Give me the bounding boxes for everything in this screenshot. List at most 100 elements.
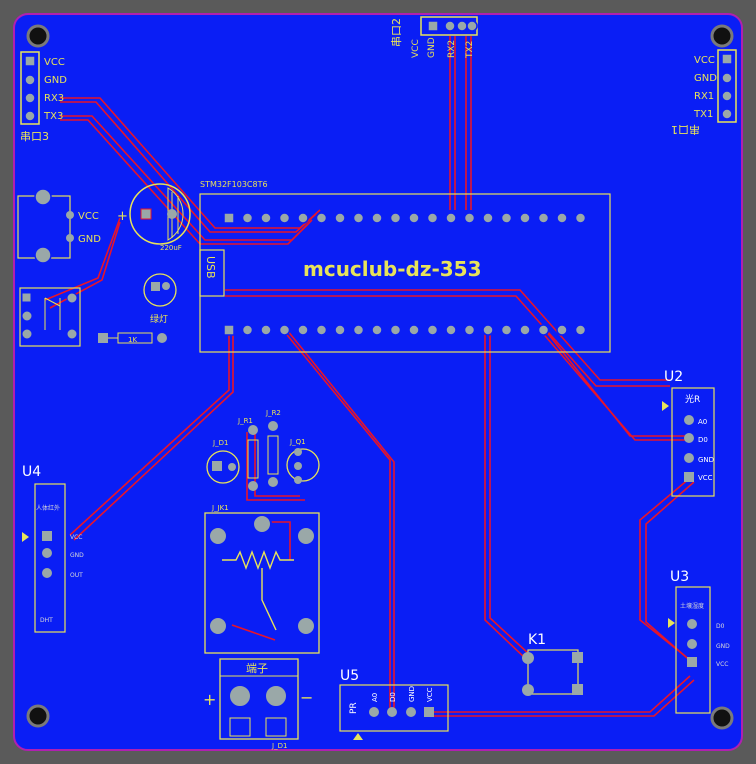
mcu-top-pin — [537, 212, 550, 224]
serial1-pin-rx1: RX1 — [694, 91, 714, 102]
green-led: 绿灯 — [143, 273, 177, 325]
mcu-top-pin — [278, 212, 291, 224]
mcu-bottom-pin — [408, 324, 420, 336]
mcu-top-pin — [223, 212, 235, 224]
u2-pin-a0: A0 — [698, 418, 707, 426]
mcu-top-pin — [482, 212, 494, 224]
serial3-name: 串口3 — [20, 130, 49, 143]
mcu-top-pin-row — [223, 212, 587, 224]
mcu-bottom-pin — [556, 324, 568, 336]
mcu-top-pin — [574, 212, 587, 224]
u2-pin-gnd: GND — [698, 456, 714, 464]
mcu-top-pin — [297, 212, 309, 224]
u5-module: U5 PR A0 D0 GND VCC — [339, 668, 449, 740]
board-title: mcuclub-dz-353 — [303, 257, 482, 281]
mcu-bottom-pin — [519, 324, 531, 336]
u3-module: U3 土壤湿度 D0 GND VCC — [668, 569, 730, 714]
u2-pin-d0: D0 — [698, 436, 708, 444]
u5-pin-gnd: GND — [408, 686, 416, 702]
mcu-top-pin — [519, 212, 531, 224]
mcu-part-label: STM32F103C8T6 — [200, 180, 268, 189]
power-input-connector: VCC GND — [17, 188, 101, 264]
u5-pin-vcc: VCC — [426, 687, 434, 702]
mounting-holes — [26, 24, 734, 730]
u5-title: PR — [349, 702, 359, 714]
u3-pin-gnd: GND — [716, 643, 730, 650]
k1-ref: K1 — [528, 632, 546, 648]
serial3-header: VCC GND RX3 TX3 串口3 — [20, 51, 67, 143]
u2-ref: U2 — [664, 369, 683, 385]
mcu-bottom-pin — [297, 324, 309, 336]
serial1-pin-vcc: VCC — [694, 55, 715, 66]
resistor-label: 1K — [128, 336, 137, 344]
serial1-pin-tx1: TX1 — [693, 109, 713, 120]
mcu-top-pin — [241, 212, 254, 224]
mcu-bottom-pin — [223, 324, 235, 336]
usb-label: USB — [204, 256, 217, 279]
terminal-minus: − — [300, 688, 313, 707]
u3-ref: U3 — [670, 569, 689, 585]
mcu-top-pin — [260, 212, 272, 224]
mcu-bottom-pin — [352, 324, 365, 336]
mcu-top-pin — [334, 212, 346, 224]
relay-block-left — [19, 287, 81, 347]
mcu-bottom-pin — [241, 324, 254, 336]
mcu-bottom-pin — [371, 324, 383, 336]
u3-pin-vcc: VCC — [716, 661, 728, 668]
serial3-pin-gnd: GND — [44, 75, 67, 86]
serial2-pin-vcc: VCC — [411, 39, 421, 58]
serial1-header: VCC GND RX1 TX1 串口1 — [671, 49, 737, 136]
k1-button: K1 — [522, 632, 583, 696]
u3-pin-d0: D0 — [716, 623, 725, 630]
mcu-bottom-pin — [389, 324, 402, 336]
mcu-bottom-pin — [426, 324, 439, 336]
u2-pin-vcc: VCC — [698, 474, 713, 482]
u4-title: 人体红外 — [36, 504, 60, 512]
serial2-name: 串口2 — [390, 18, 403, 47]
r2-label: J_R2 — [265, 409, 281, 417]
mcu-top-pin — [389, 212, 402, 224]
mcu-bottom-pin — [334, 324, 346, 336]
u5-ref: U5 — [340, 668, 359, 684]
capacitor-plus: + — [117, 209, 128, 224]
serial1-pin-gnd: GND — [694, 73, 717, 84]
mcu-top-pin — [426, 212, 439, 224]
resistor-1k: 1K — [98, 332, 167, 344]
mcu-top-pin — [371, 212, 383, 224]
serial2-pin-rx2: RX2 — [447, 40, 457, 58]
u3-title: 土壤湿度 — [680, 602, 704, 610]
u4-ref: U4 — [22, 464, 41, 480]
mcu-bottom-pin — [445, 324, 457, 336]
mcu-bottom-pin — [482, 324, 494, 336]
terminal-plus: + — [203, 690, 216, 709]
terminal-label: 端子 — [246, 662, 268, 675]
mcu-bottom-pin — [463, 324, 476, 336]
u5-pin-a0: A0 — [371, 693, 379, 702]
r1-label: J_R1 — [237, 417, 253, 425]
u4-pin-vcc: VCC — [70, 534, 82, 541]
serial3-pin-tx3: TX3 — [43, 111, 63, 122]
pcb-board — [13, 13, 743, 751]
u4-module: U4 人体红外 VCC GND OUT DHT — [22, 464, 84, 633]
u2-module: U2 光R A0 D0 GND VCC — [662, 369, 715, 497]
mcu-top-pin — [315, 212, 328, 224]
u4-bottom-label: DHT — [40, 617, 53, 624]
serial1-name: 串口1 — [671, 123, 700, 136]
mcu-top-pin — [445, 212, 457, 224]
serial2-header: 串口2 VCC GND RX2 TX2 — [390, 16, 478, 59]
mcu-bottom-pin — [315, 324, 328, 336]
power-pin-gnd: GND — [78, 234, 101, 245]
power-pin-vcc: VCC — [78, 211, 99, 222]
mcu-bottom-pin-row — [223, 324, 587, 336]
u4-pin-out: OUT — [70, 572, 83, 579]
serial3-pin-rx3: RX3 — [44, 93, 64, 104]
mcu-top-pin — [463, 212, 476, 224]
led-label: 绿灯 — [150, 313, 168, 325]
terminal-ref: J_D1 — [271, 742, 287, 750]
mcu-module: STM32F103C8T6 USB mcuclub-dz-353 — [199, 180, 611, 353]
capacitor: + 220uF — [117, 183, 191, 252]
mcu-bottom-pin — [537, 324, 550, 336]
mcu-top-pin — [556, 212, 568, 224]
serial2-pin-tx2: TX2 — [465, 41, 475, 59]
